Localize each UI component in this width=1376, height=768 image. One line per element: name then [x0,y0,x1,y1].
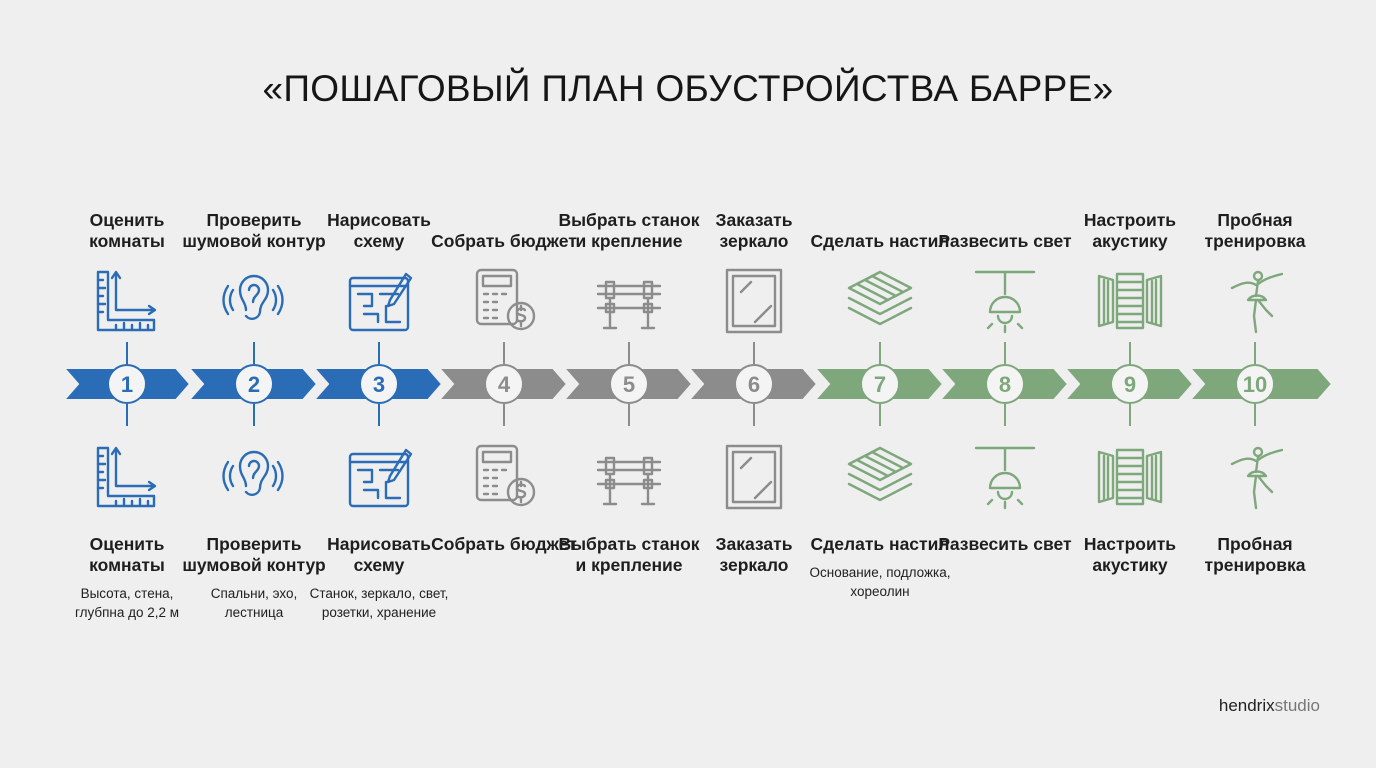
calculator-dollar-icon [469,442,539,512]
step-4: Собрать бюджет 4 Собрать бюджет [431,0,577,768]
step-bottom-label: Выбрать станок и крепление [558,534,700,575]
calculator-dollar-icon [469,266,539,336]
step-description: Станок, зеркало, свет, розетки, хранение [309,586,449,620]
ear-sound-icon [219,266,289,336]
step-top-label: Настроить акустику [1083,210,1177,251]
step-circle-10 [1235,364,1275,404]
step-2: Проверить шумовой контур 2 Проверить шум… [182,0,325,768]
step-bottom-label: Нарисовать схему [327,534,431,575]
step-circle-5 [609,364,649,404]
step-circle-2 [234,364,274,404]
ruler-square-icon [92,266,162,336]
step-description: Спальни, эхо, лестница [210,586,298,620]
step-number: 3 [372,372,386,397]
step-10: Пробная тренировка 10 Пробная тренировка [1192,0,1318,768]
step-3: Нарисовать схему 3 Нарисовать схему Стан… [310,0,449,768]
step-top-label: Пробная тренировка [1204,210,1306,251]
step-circle-8 [985,364,1025,404]
step-number: 9 [1123,372,1137,397]
step-top-label: Развесить свет [938,231,1072,251]
step-1: Оценить комнаты 1 Оценить комнаты Высота… [64,0,190,768]
step-top-label: Заказать зеркало [715,210,793,251]
step-description: Основание, подложка, хореолин [809,565,951,599]
step-number: 10 [1242,372,1268,397]
step-bottom-label: Развесить свет [938,534,1072,554]
step-circle-7 [860,364,900,404]
step-top-label: Собрать бюджет [431,231,577,251]
step-9: Настроить акустику 9 Настроить акустику [1067,0,1193,768]
step-5: Выбрать станок и крепление 5 Выбрать ста… [558,0,699,768]
step-bottom-label: Проверить шумовой контур [182,534,326,575]
pendant-lamp-icon [970,442,1040,512]
floor-layers-icon [845,442,915,512]
ruler-square-icon [92,442,162,512]
step-top-label: Проверить шумовой контур [182,210,326,251]
step-bottom-label: Настроить акустику [1083,534,1177,575]
acoustic-panels-icon [1095,266,1165,336]
step-number: 2 [247,372,261,397]
step-top-label: Выбрать станок и крепление [558,210,700,251]
mirror-icon [719,442,789,512]
mirror-icon [719,266,789,336]
brand-part2: studio [1274,696,1320,715]
step-circle-9 [1110,364,1150,404]
ballerina-icon [1220,266,1290,336]
page-title: «ПОШАГОВЫЙ ПЛАН ОБУСТРОЙСТВА БАРРЕ» [262,68,1114,109]
step-number: 5 [622,372,636,397]
step-bottom-label: Собрать бюджет [431,534,577,554]
blueprint-pencil-icon [344,442,414,512]
step-bottom-label: Сделать настил [810,534,950,554]
barre-icon [594,442,664,512]
blueprint-pencil-icon [344,266,414,336]
step-6: Заказать зеркало 6 Заказать зеркало [691,0,817,768]
step-number: 7 [873,372,887,397]
step-7: Сделать настил 7 Сделать настил Основани… [809,0,950,768]
step-8: Развесить свет 8 Развесить свет [938,0,1071,768]
floor-layers-icon [845,266,915,336]
step-circle-4 [484,364,524,404]
step-bottom-label: Пробная тренировка [1204,534,1306,575]
step-circle-6 [734,364,774,404]
step-top-label: Сделать настил [810,231,950,251]
step-number: 6 [747,372,761,397]
pendant-lamp-icon [970,266,1040,336]
step-bottom-label: Заказать зеркало [715,534,793,575]
brand-part1: hendrix [1218,696,1275,715]
step-top-label: Нарисовать схему [327,210,431,251]
step-top-label: Оценить комнаты [89,210,165,251]
step-number: 8 [998,372,1012,397]
ballerina-icon [1220,442,1290,512]
step-circle-3 [359,364,399,404]
step-circle-1 [107,364,147,404]
step-description: Высота, стена, глубпна до 2,2 м [74,586,180,620]
barre-icon [594,266,664,336]
step-bottom-label: Оценить комнаты [89,534,165,575]
ear-sound-icon [219,442,289,512]
step-number: 4 [497,372,511,397]
brand-logo: hendrixstudio [1219,696,1320,716]
step-number: 1 [120,372,134,397]
acoustic-panels-icon [1095,442,1165,512]
